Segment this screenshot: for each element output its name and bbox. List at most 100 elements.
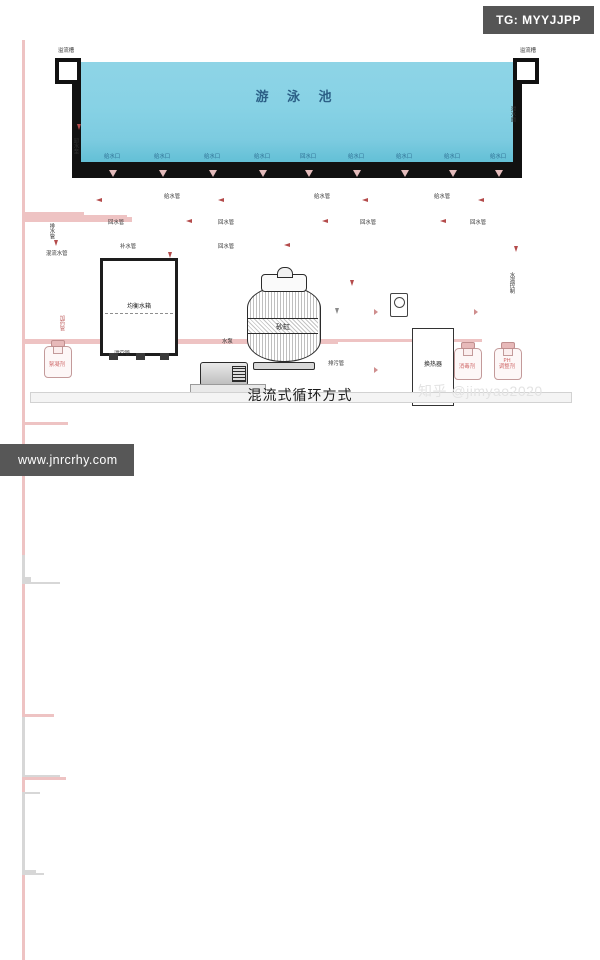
website-watermark: www.jnrcrhy.com [0,444,134,476]
flow-arrow-drain-down [76,124,81,130]
tank-water-line [105,313,173,314]
inlet-nozzle-2 [159,170,167,177]
left-drain-label: 卸水至 [72,138,79,155]
pump-vent [232,366,246,382]
tank-foot-2 [136,353,145,360]
flow-arrow-supply-2 [218,198,224,202]
inlet-label-3: 给水口 [204,154,221,160]
flow-arrow-hx-down [349,280,354,286]
return-pipe-label-3: 回水管 [360,220,377,226]
inlet-label-9: 给水口 [490,154,507,160]
chemical-bottle-disinfectant: 消毒剂 [454,342,482,380]
pump-label: 水泵 [222,339,233,345]
chemical-label-disinfectant: 消毒剂 [458,364,476,371]
bottle-cap [51,340,65,347]
flow-arrow-supply-3 [362,198,368,202]
balance-tank: 均衡水箱 [100,258,178,360]
makeup-pipe-to-tank [22,422,68,425]
supply-riser-8 [22,313,25,326]
mixed-flow-pipe-label: 混流水管 [46,251,68,257]
tank-vent-2 [22,564,25,577]
tank-vent-1 [22,554,25,565]
sand-filter-label: 砂缸 [276,323,290,331]
pool-drain-pipe-left [22,40,25,102]
bottle-body [44,346,72,378]
return-lower-riser [22,344,25,366]
chemical-bottle-flocculant: 絮凝剂 [44,340,72,378]
flow-arrow-blowdown [334,308,339,314]
right-vertical-label: 水温控制 [508,272,515,294]
hx-feed-riser [22,875,25,960]
bottle-cap [501,342,515,349]
valve-hx-out-upper [474,309,478,315]
supply-riser-2 [22,235,25,248]
pool-circulation-diagram: 游 泳 池 溢流槽 溢流槽 给水口 给水口 给水口 给水口 回水口 给水口 给水… [22,40,578,960]
chemical-bottle-ph: PH 调整剂 [494,342,522,380]
sand-filter-base [253,362,315,370]
chemical-label-ph: PH 调整剂 [498,358,516,371]
inlet-label-8: 给水口 [444,154,461,160]
pump-discharge-riser [22,779,25,792]
telegram-badge: TG: MYYJJPP [483,6,594,34]
supply-riser-4 [22,261,25,274]
flow-arrow-right-down [513,246,518,252]
flow-arrow-tank-down [167,252,172,258]
filter-inlet-pipe [22,791,40,794]
supply-riser-6 [22,287,25,300]
flow-arrow-return-4 [284,243,290,247]
chemical-label-flocculant: 絮凝剂 [48,362,66,369]
inlet-nozzle-9 [495,170,503,177]
flow-arrow-supply-1 [96,198,102,202]
heat-exchanger-label: 换热器 [423,361,442,368]
inlet-nozzle-8 [449,170,457,177]
gutter-cavity-left [59,62,77,80]
supply-pipe-label-1: 给水管 [164,194,181,200]
supply-riser-7 [22,300,25,313]
gutter-cavity-right [517,62,535,80]
gutter-label-right: 溢流槽 [519,48,536,54]
flow-arrow-return-1 [186,219,192,223]
return-lower-label: 回水管 [218,244,235,250]
valve-hx-in-lower [374,367,378,373]
return-pipe-label-4: 回水管 [470,220,487,226]
diagram-caption: 混流式循环方式 [247,388,353,404]
blowdown-label: 排污管 [328,361,345,367]
tank-foot-1 [109,353,118,360]
pump-suction-riser [22,716,25,775]
pump-discharge-pipe [22,777,66,780]
sand-filter: 砂缸 [247,267,321,370]
makeup-pipe-label: 补水管 [120,244,137,250]
screenshot-root: TG: MYYJJPP 游 泳 池 溢流槽 溢流槽 给水口 给水口 给水口 给水… [0,6,594,960]
makeup-drop-pipe [22,366,25,422]
supply-branch-1 [22,212,84,215]
return-pipe-label-2: 回水管 [218,220,235,226]
return-pipe-label-1: 回水管 [108,220,125,226]
inlet-label-6: 给水口 [348,154,365,160]
inlet-nozzle-4 [259,170,267,177]
supply-pipe-label-2: 给水管 [314,194,331,200]
inlet-nozzle-7 [401,170,409,177]
empty-pipe-label: 泄空管 [114,351,131,357]
inlet-label-2: 给水口 [154,154,171,160]
zhihu-watermark: 知乎 @jimyao2020 [418,383,543,399]
water-pump [200,360,256,386]
supply-branch-2 [22,214,127,217]
supply-pipe-label-3: 给水管 [434,194,451,200]
gauge-icon [394,297,405,308]
supply-riser-1 [22,222,25,235]
pool-label: 游 泳 池 [255,90,339,105]
sand-filter-valve-handle[interactable] [277,267,293,278]
tank-foot-3 [160,353,169,360]
overflow-gutter-right [513,58,539,84]
pool-floor [72,162,522,178]
pool-wall-left [72,58,81,178]
flow-arrow-supply-4 [478,198,484,202]
supply-branch-3 [22,217,132,220]
overflow-gutter-left [55,58,81,84]
temperature-controller[interactable] [390,293,408,317]
balance-tank-label: 均衡水箱 [126,303,151,310]
valve-hx-in-upper [374,309,378,315]
swimming-pool: 游 泳 池 溢流槽 溢流槽 给水口 给水口 给水口 给水口 回水口 给水口 给水… [55,48,539,178]
supply-riser-9 [22,326,25,339]
gutter-label-left: 溢流槽 [58,48,75,54]
